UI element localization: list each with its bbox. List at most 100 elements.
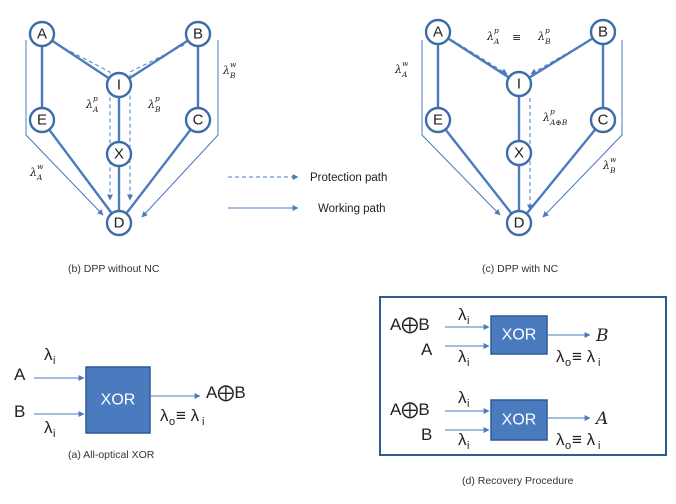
svg-text:i: i <box>53 428 55 440</box>
svg-text:≡ λ: ≡ λ <box>572 347 596 366</box>
svg-text:o: o <box>169 416 175 428</box>
lambda-a-w-b: λ w A <box>29 162 44 182</box>
node-c-b: C <box>184 106 212 134</box>
svg-text:p: p <box>155 94 160 103</box>
svg-text:A: A <box>493 37 500 46</box>
recovery-in1: A⨁B <box>390 315 430 334</box>
node-i-c: I <box>505 70 533 98</box>
svg-text:i: i <box>467 440 469 452</box>
svg-text:λ: λ <box>44 418 53 437</box>
svg-text:λ: λ <box>85 98 93 111</box>
svg-text:i: i <box>467 357 469 369</box>
caption-b: (b) DPP without NC <box>68 263 160 275</box>
svg-text:XOR: XOR <box>502 412 537 429</box>
svg-text:E: E <box>37 112 47 129</box>
svg-text:λ: λ <box>556 430 565 449</box>
lambda-equiv-c: λ p A ≡ λ p B <box>486 26 551 46</box>
xor-box-a <box>85 366 151 434</box>
node-e-c: E <box>424 106 452 134</box>
svg-text:i: i <box>202 416 204 428</box>
svg-text:λ: λ <box>222 64 230 77</box>
recovery-in4: B <box>421 425 432 444</box>
recovery-in2: A <box>421 340 433 359</box>
svg-text:p: p <box>93 94 98 103</box>
svg-text:A: A <box>401 70 408 79</box>
svg-text:XOR: XOR <box>101 392 136 409</box>
xor-input-b: B <box>14 402 25 421</box>
node-a-c: A <box>424 18 452 46</box>
svg-text:C: C <box>598 112 609 129</box>
svg-text:XOR: XOR <box>502 327 537 344</box>
xor-box-d2 <box>490 399 548 441</box>
svg-text:o: o <box>565 440 571 452</box>
lambda-b-w-c: λ w B <box>602 155 617 175</box>
node-c-c: C <box>589 106 617 134</box>
svg-text:λ: λ <box>147 98 155 111</box>
caption-d: (d) Recovery Procedure <box>462 475 574 487</box>
recovery-out1: B <box>595 326 609 346</box>
legend-working: Working path <box>318 203 386 215</box>
svg-text:A: A <box>36 173 43 182</box>
svg-text:B: B <box>544 37 551 46</box>
caption-c: (c) DPP with NC <box>482 263 559 275</box>
svg-text:B: B <box>154 105 161 114</box>
svg-text:i: i <box>598 357 600 369</box>
svg-text:X: X <box>114 146 124 163</box>
svg-text:λ: λ <box>486 30 494 43</box>
recovery-in3: A⨁B <box>390 400 430 419</box>
svg-text:λ: λ <box>458 388 467 407</box>
xor-box-d1 <box>490 315 548 355</box>
diagram-a: λ i A B λ i XOR A⨁B λ o ≡ λ i (a) All-op… <box>14 345 246 461</box>
svg-text:λ: λ <box>29 166 37 179</box>
caption-a: (a) All-optical XOR <box>68 449 155 461</box>
svg-text:w: w <box>610 155 617 164</box>
svg-text:C: C <box>193 112 204 129</box>
xor-input-a: A <box>14 365 26 384</box>
svg-text:w: w <box>37 162 44 171</box>
svg-text:w: w <box>402 59 409 68</box>
svg-text:λ: λ <box>556 347 565 366</box>
svg-text:E: E <box>433 112 443 129</box>
svg-text:A: A <box>92 105 99 114</box>
diagram-d: A⨁B λ i A λ i XOR B λ o ≡ λ i A⨁B λ i B … <box>379 296 667 487</box>
svg-text:X: X <box>514 145 524 162</box>
node-d-b: D <box>105 209 133 237</box>
recovery-out2: A <box>594 409 608 429</box>
svg-text:i: i <box>598 440 600 452</box>
svg-text:I: I <box>117 77 121 94</box>
svg-text:λ: λ <box>458 347 467 366</box>
lambda-b-w-b: λ w B <box>222 60 237 80</box>
svg-text:λ: λ <box>542 111 550 124</box>
svg-text:D: D <box>114 215 125 232</box>
lambda-axb-p-c: λ p A⊕B <box>542 107 568 127</box>
svg-text:D: D <box>514 215 525 232</box>
svg-text:w: w <box>230 60 237 69</box>
node-a-b: A <box>28 20 56 48</box>
svg-text:i: i <box>467 315 469 327</box>
svg-text:B: B <box>229 71 236 80</box>
svg-text:λ: λ <box>458 305 467 324</box>
legend: Protection path Working path <box>228 172 387 215</box>
node-x-c: X <box>505 139 533 167</box>
diagram-b: A B I E C X D λ p A λ p B λ w B λ w A (b… <box>25 20 237 275</box>
svg-text:A: A <box>433 24 443 41</box>
node-x-b: X <box>105 140 133 168</box>
node-d-c: D <box>505 209 533 237</box>
node-b-c: B <box>589 18 617 46</box>
node-b-b: B <box>184 20 212 48</box>
legend-protection: Protection path <box>310 172 387 184</box>
svg-text:A⊕B: A⊕B <box>549 118 568 127</box>
svg-text:i: i <box>467 398 469 410</box>
node-i-b: I <box>105 71 133 99</box>
svg-text:λ: λ <box>394 63 402 76</box>
svg-text:p: p <box>550 107 555 116</box>
svg-text:≡ λ: ≡ λ <box>176 406 200 425</box>
svg-text:λ: λ <box>44 345 53 364</box>
lambda-o-relation-d1: λ o ≡ λ i <box>556 347 600 369</box>
lambda-a-w-c: λ w A <box>394 59 409 79</box>
xor-output: A⨁B <box>206 383 246 402</box>
lambda-o-relation-a: λ o ≡ λ i <box>160 406 204 428</box>
svg-text:i: i <box>53 355 55 367</box>
svg-text:≡ λ: ≡ λ <box>572 430 596 449</box>
